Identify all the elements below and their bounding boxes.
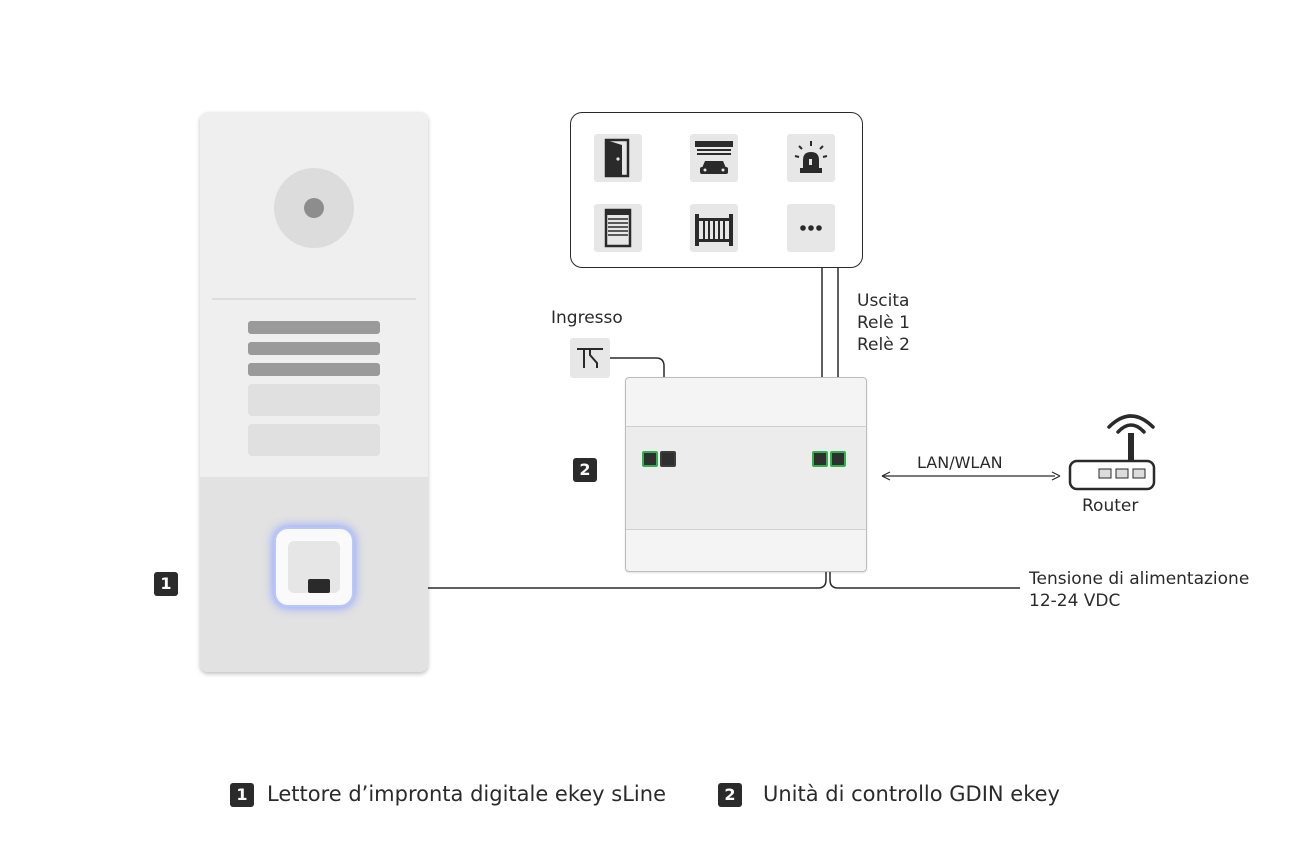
terminal-led — [812, 451, 828, 467]
gate-icon — [690, 204, 738, 252]
input-wire — [610, 357, 665, 377]
lan-arrow-left-head — [881, 471, 891, 481]
lan-arrow-right-head — [1051, 471, 1061, 481]
terminal-led — [642, 451, 658, 467]
terminal-led — [660, 451, 676, 467]
more-icon — [787, 204, 835, 252]
power-label: Tensione di alimentazione — [1029, 569, 1250, 589]
relay1-label: Relè 1 — [857, 313, 910, 333]
ekey-sline-panel — [200, 112, 428, 672]
panel-divider — [212, 298, 416, 300]
speaker-grille — [248, 363, 380, 376]
speaker-grille — [248, 321, 380, 334]
legend-badge-2: 2 — [718, 783, 742, 807]
blind-icon — [594, 204, 642, 252]
speaker-grille — [248, 342, 380, 355]
alarm-icon — [787, 134, 835, 182]
garage-icon — [690, 134, 738, 182]
unit-front-panel — [626, 426, 866, 530]
badge-reader: 1 — [154, 572, 178, 596]
fingerprint-sensor-icon — [288, 541, 340, 593]
fingerprint-reader — [276, 529, 352, 605]
input-label: Ingresso — [551, 308, 623, 328]
router-label: Router — [1082, 496, 1139, 516]
name-plate — [248, 384, 380, 416]
input-switch-icon — [570, 338, 610, 378]
controlled-devices-box — [570, 112, 863, 268]
power-voltage-label: 12-24 VDC — [1029, 591, 1121, 611]
name-plate — [248, 424, 380, 456]
relay2-label: Relè 2 — [857, 335, 910, 355]
legend-reader-text: Lettore d’impronta digitale ekey sLine — [267, 782, 666, 806]
badge-control-unit: 2 — [573, 458, 597, 482]
network-label: LAN/WLAN — [917, 453, 1003, 472]
door-icon — [594, 134, 642, 182]
output-label: Uscita — [857, 291, 910, 311]
legend-badge-1: 1 — [230, 783, 254, 807]
router-icon — [1068, 414, 1156, 491]
power-cable — [829, 570, 1020, 589]
gdin-control-unit — [625, 377, 867, 572]
legend-unit-text: Unità di controllo GDIN ekey — [763, 782, 1060, 806]
camera-icon — [304, 198, 324, 218]
terminal-led — [830, 451, 846, 467]
reader-cable — [428, 570, 827, 589]
reader-zone — [200, 477, 428, 672]
sensor-slot — [308, 579, 330, 593]
